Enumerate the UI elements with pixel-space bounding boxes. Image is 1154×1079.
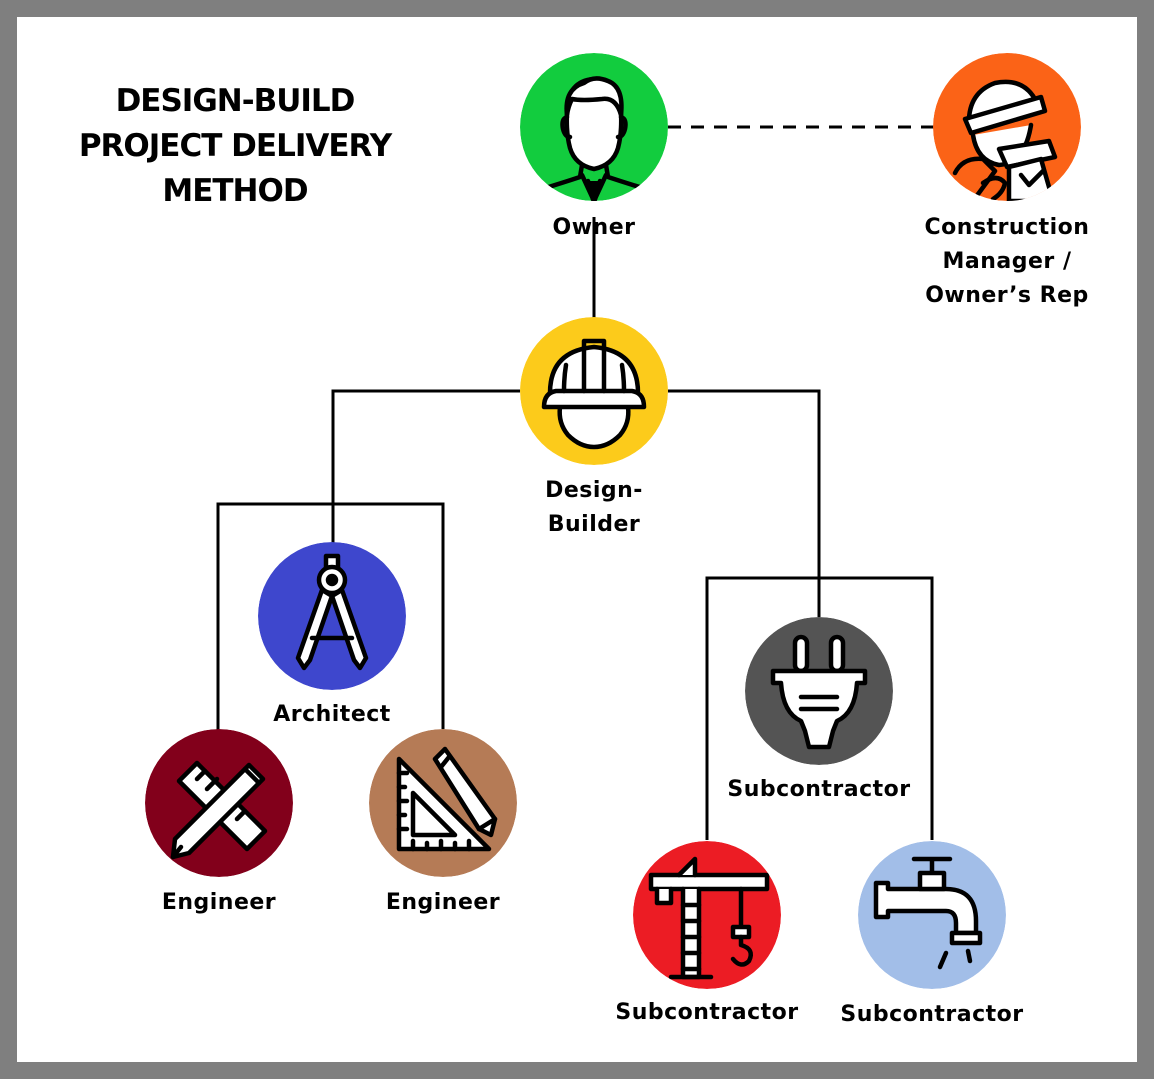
crane-icon	[633, 841, 781, 989]
design-builder-label: Design- Builder	[514, 474, 674, 542]
owner-node	[520, 53, 668, 201]
subcontractor-plumbing-node	[858, 841, 1006, 989]
subcontractor-electrical-label: Subcontractor	[727, 777, 911, 802]
architect-node	[258, 542, 406, 690]
plug-icon	[745, 617, 893, 765]
diagram-title: DESIGN-BUILD PROJECT DELIVERY METHOD	[57, 79, 413, 214]
construction-manager-node	[933, 53, 1081, 201]
hard-hat-icon	[520, 317, 668, 465]
faucet-icon	[858, 841, 1006, 989]
owner-label: Owner	[552, 215, 636, 240]
engineer-right-node	[369, 729, 517, 877]
title-line-1: DESIGN-BUILD	[115, 83, 356, 119]
construction-manager-label-line-3: Owner’s Rep	[925, 283, 1089, 308]
title-line-2: PROJECT DELIVERY	[78, 128, 392, 164]
db-subcontractor-branch	[668, 389, 821, 617]
diagram-canvas: DESIGN-BUILD PROJECT DELIVERY METHOD Own…	[17, 17, 1137, 1062]
design-builder-label-line-1: Design-	[545, 478, 643, 503]
construction-manager-label: Construction Manager / Owner’s Rep	[897, 211, 1117, 313]
surveyor-icon	[933, 53, 1081, 201]
engineer-left-node	[145, 729, 293, 877]
ruler-pencil-icon	[145, 729, 293, 877]
design-builder-node	[520, 317, 668, 465]
subcontractors-bracket	[705, 576, 934, 840]
compass-icon	[258, 542, 406, 690]
engineer-right-label: Engineer	[385, 890, 501, 915]
engineer-left-label: Engineer	[161, 890, 277, 915]
set-square-icon	[369, 729, 517, 877]
title-line-3: METHOD	[162, 173, 308, 209]
design-engineers-bracket	[216, 502, 445, 730]
construction-manager-label-line-2: Manager /	[942, 249, 1072, 274]
architect-label: Architect	[273, 702, 391, 727]
businessman-icon	[520, 53, 668, 201]
construction-manager-label-line-1: Construction	[924, 215, 1090, 240]
design-builder-label-line-2: Builder	[547, 512, 641, 537]
db-design-branch	[331, 389, 520, 544]
subcontractor-plumbing-label: Subcontractor	[840, 1002, 1024, 1027]
subcontractor-crane-label: Subcontractor	[615, 1000, 799, 1025]
subcontractor-crane-node	[633, 841, 781, 989]
subcontractor-electrical-node	[745, 617, 893, 765]
connector-lines	[216, 125, 934, 840]
